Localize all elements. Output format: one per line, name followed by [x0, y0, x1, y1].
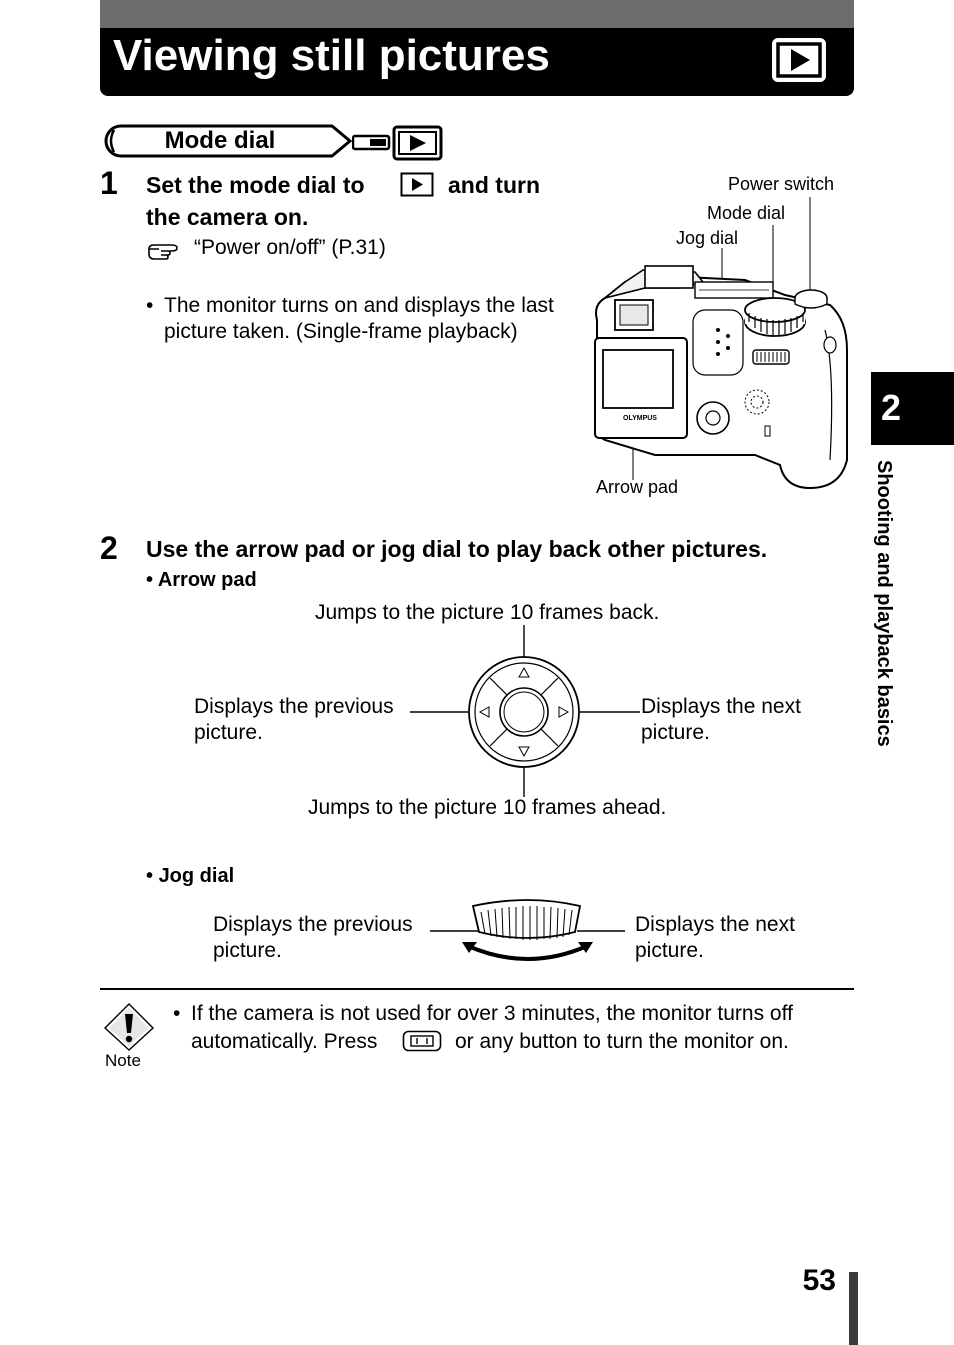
arrow-pad-left-desc: Displays the previous picture. [194, 695, 394, 744]
step-1-number: 1 [100, 165, 118, 201]
step-1-bullet-text: The monitor turns on and displays the la… [164, 294, 554, 343]
arrow-up-icon [518, 666, 530, 678]
chapter-tab [871, 372, 954, 445]
monitor-button-icon [402, 1030, 442, 1052]
jog-dial-heading-text: Jog dial [158, 865, 235, 887]
mode-dial-callout: Mode dial [707, 203, 786, 223]
arrow-pad-down-desc: Jumps to the picture 10 frames ahead. [308, 796, 667, 819]
play-mode-icon [400, 172, 434, 197]
note-label: Note [105, 1051, 141, 1070]
play-mode-icon [392, 125, 443, 161]
chapter-title-text: Shooting and playback basics [873, 460, 895, 747]
note-text-line2-cont: or any button to turn the monitor on. [455, 1030, 789, 1053]
camera-brand-label: OLYMPUS [623, 415, 657, 422]
rotate-right-arrow-icon [578, 942, 593, 953]
page-number-bar [849, 1272, 858, 1345]
pointing-hand-icon [148, 244, 178, 260]
rotate-left-arrow-icon [462, 942, 477, 953]
note-divider [100, 988, 854, 990]
step-1-text-line2: the camera on. [146, 204, 309, 230]
step-2-number: 2 [100, 530, 118, 566]
note-text-line2: automatically. Press [191, 1030, 378, 1053]
arrow-pad-diagram [410, 625, 640, 797]
mode-dial-label: Mode dial [164, 127, 276, 154]
arrow-left-icon [478, 706, 490, 718]
jog-dial-left-desc: Displays the previous picture. [213, 913, 413, 962]
page-reference: “Power on/off” (P.31) [194, 236, 386, 259]
jog-dial-heading: • Jog dial [146, 865, 235, 887]
jog-dial-diagram [430, 899, 625, 961]
page-number: 53 [802, 1264, 836, 1297]
play-mode-icon [772, 38, 826, 82]
arrow-pad-up-desc: Jumps to the picture 10 frames back. [315, 601, 660, 624]
chapter-title: Shooting and playback basics [870, 460, 900, 810]
arrow-pad-callout: Arrow pad [596, 477, 679, 497]
chapter-number: 2 [880, 387, 902, 428]
camera-illustration: OLYMPUS [594, 197, 848, 490]
step-1-text: Set the mode dial to [146, 172, 365, 198]
page-title: Viewing still pictures [113, 31, 550, 80]
note-text-line1: If the camera is not used for over 3 min… [191, 1002, 793, 1025]
arrow-pad-heading-text: Arrow pad [157, 569, 257, 591]
note-bullet: • [173, 1002, 181, 1025]
jog-dial-right-desc: Displays the next picture. [635, 913, 795, 962]
mode-dial-pill [104, 124, 352, 158]
power-switch-callout: Power switch [728, 174, 835, 194]
title-strip [100, 0, 854, 28]
jog-dial-callout: Jog dial [676, 228, 739, 248]
mode-dial-icons [352, 125, 443, 161]
arrow-pad-heading: • Arrow pad [146, 569, 257, 591]
step-2-text: Use the arrow pad or jog dial to play ba… [146, 536, 768, 562]
mode-lever-icon [352, 134, 391, 151]
step-1-text-cont: and turn [448, 172, 540, 198]
arrow-pad-right-desc: Displays the next picture. [641, 695, 801, 744]
warning-icon [103, 1003, 155, 1051]
arrow-down-icon [518, 746, 530, 758]
arrow-right-icon [558, 706, 570, 718]
